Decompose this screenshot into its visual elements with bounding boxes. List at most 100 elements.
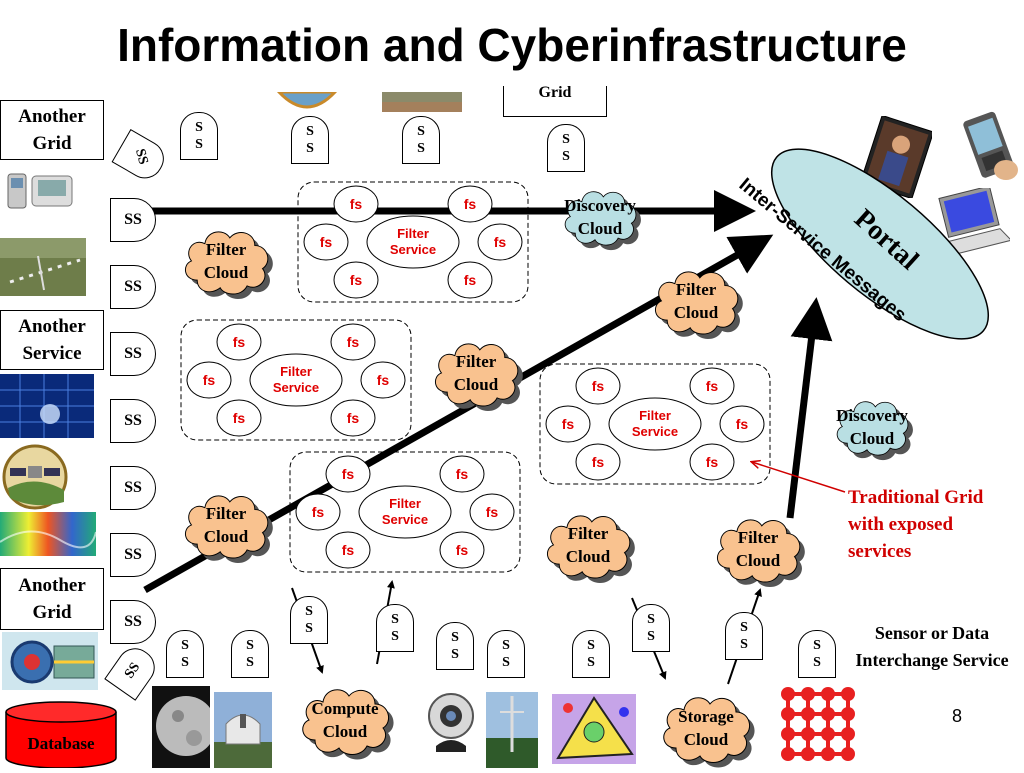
ss-box-left[interactable]: SS bbox=[110, 600, 156, 644]
laptop-image bbox=[928, 185, 1013, 260]
ss-box-vertical[interactable]: S S bbox=[291, 116, 329, 164]
fs-node-label: fs bbox=[350, 272, 363, 288]
ss-box-left[interactable]: SS bbox=[110, 198, 156, 242]
ss-box-left[interactable]: SS bbox=[110, 399, 156, 443]
ss-box-vertical[interactable]: S S bbox=[487, 630, 525, 678]
page-title: Information and Cyberinfrastructure bbox=[117, 19, 907, 71]
handheld-device-image bbox=[962, 108, 1020, 184]
field-sensor-image bbox=[0, 238, 86, 296]
filter-cloud-label: Filter bbox=[456, 352, 497, 371]
ss-box-vertical[interactable]: S S bbox=[180, 112, 218, 160]
filter-cloud-label: Filter bbox=[206, 504, 247, 523]
portal-ellipse bbox=[770, 148, 990, 340]
top-globe-image bbox=[275, 90, 339, 114]
ss-box-vertical[interactable]: S S bbox=[376, 604, 414, 652]
ss-box-vertical[interactable]: S S bbox=[436, 622, 474, 670]
storage-cloud-label: Cloud bbox=[684, 730, 729, 749]
discovery-cloud-label: Cloud bbox=[578, 219, 623, 238]
ss-box-vertical[interactable]: S S bbox=[572, 630, 610, 678]
filter-cloud-label: Filter bbox=[676, 280, 717, 299]
observatory-image bbox=[214, 692, 272, 768]
fs-node-label: fs bbox=[456, 466, 469, 482]
fs-node-label: fs bbox=[494, 234, 507, 250]
filter-service-label: Filter bbox=[639, 408, 671, 423]
page-number: 8 bbox=[951, 706, 962, 726]
discovery-cloud-label: Discovery bbox=[836, 406, 908, 425]
filter-cloud-label: Cloud bbox=[204, 527, 249, 546]
detector-image bbox=[2, 632, 98, 690]
storage-cloud-label: Storage bbox=[678, 707, 734, 726]
ss-box-vertical[interactable]: S S bbox=[632, 604, 670, 652]
filter-service-group-4 bbox=[289, 451, 521, 573]
fs-node-label: fs bbox=[706, 378, 719, 394]
ss-box-vertical[interactable]: S S bbox=[547, 124, 585, 172]
moon-image bbox=[152, 686, 216, 768]
fs-node-label: fs bbox=[342, 466, 355, 482]
filter-service-label: Filter bbox=[280, 364, 312, 379]
fs-node-label: fs bbox=[377, 372, 390, 388]
filter-service-group-1 bbox=[297, 181, 529, 303]
traditional-grid-pointer bbox=[752, 462, 846, 493]
portal-up-arrow bbox=[786, 297, 833, 519]
ss-box-left[interactable]: SS bbox=[110, 332, 156, 376]
fs-node-label: fs bbox=[233, 334, 246, 350]
fs-node-label: fs bbox=[592, 454, 605, 470]
ss-box-left[interactable]: SS bbox=[110, 533, 156, 577]
filter-service-label: Service bbox=[382, 512, 428, 527]
fs-node-label: fs bbox=[233, 410, 246, 426]
another-grid-bottom-box: Another Grid bbox=[0, 568, 104, 630]
filter-cloud-label: Filter bbox=[206, 240, 247, 259]
filter-cloud-label: Filter bbox=[738, 528, 779, 547]
filter-cloud-label: Cloud bbox=[674, 303, 719, 322]
filter-cloud-label: Filter bbox=[568, 524, 609, 543]
compute-cloud-label: Cloud bbox=[323, 722, 368, 741]
satellite-image bbox=[2, 444, 68, 510]
fs-node-label: fs bbox=[312, 504, 325, 520]
database-cylinder bbox=[5, 701, 117, 768]
fs-node-label: fs bbox=[350, 196, 363, 212]
ss-box-left[interactable]: SS bbox=[110, 265, 156, 309]
ss-box-vertical[interactable]: S S bbox=[290, 596, 328, 644]
fs-node-label: fs bbox=[736, 416, 749, 432]
ss-box-vertical[interactable]: S S bbox=[798, 630, 836, 678]
fs-node-label: fs bbox=[320, 234, 333, 250]
filter-service-label: Service bbox=[390, 242, 436, 257]
webcam-image bbox=[420, 690, 482, 756]
ss-box-rotated-label: SS bbox=[132, 147, 151, 167]
fs-node-label: fs bbox=[203, 372, 216, 388]
another-service-box: Another Service bbox=[0, 310, 104, 370]
ss-box-left[interactable]: SS bbox=[110, 466, 156, 510]
ss-box-vertical[interactable]: S S bbox=[725, 612, 763, 660]
ss-box-vertical[interactable]: S S bbox=[166, 630, 204, 678]
ss-box-vertical[interactable]: S S bbox=[402, 116, 440, 164]
sensor-service-note: Sensor or Data Interchange Service bbox=[855, 623, 1009, 670]
top-terrain-image bbox=[382, 92, 462, 112]
red-grid-image bbox=[778, 684, 856, 768]
filter-service-label: Service bbox=[632, 424, 678, 439]
colormap-image bbox=[0, 512, 97, 556]
ss-box-vertical[interactable]: S S bbox=[231, 630, 269, 678]
fs-node-label: fs bbox=[342, 542, 355, 558]
ss-box-rotated-label: SS bbox=[121, 660, 144, 682]
fs-node-label: fs bbox=[464, 272, 477, 288]
tower-image bbox=[486, 692, 538, 768]
database-label: Database bbox=[27, 734, 95, 753]
fs-node-label: fs bbox=[347, 410, 360, 426]
fs-node-label: fs bbox=[456, 542, 469, 558]
fs-node-label: fs bbox=[486, 504, 499, 520]
fs-node-label: fs bbox=[562, 416, 575, 432]
person-tablet-image bbox=[859, 114, 935, 200]
traditional-grid-note: Traditional Grid with exposed services bbox=[848, 487, 984, 562]
filter-service-label: Filter bbox=[397, 226, 429, 241]
